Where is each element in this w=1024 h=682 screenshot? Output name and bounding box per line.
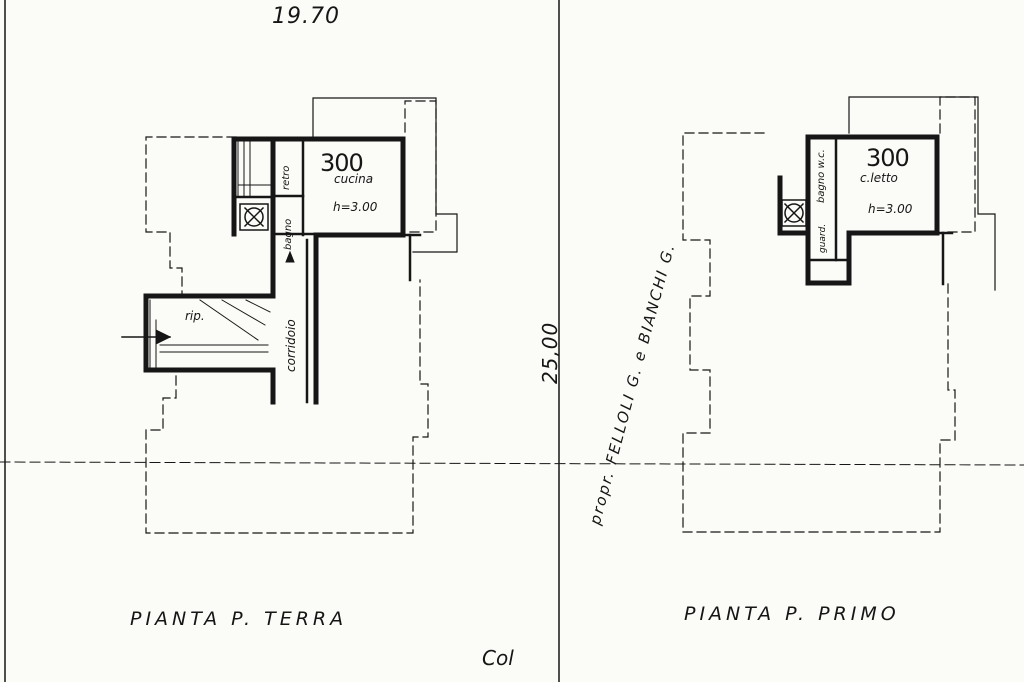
first-bathroom-label: bagno w.c. bbox=[816, 149, 827, 203]
corridor-arrow bbox=[285, 250, 295, 263]
first-walls bbox=[777, 134, 940, 286]
section-line bbox=[0, 461, 1024, 466]
ground-bathroom-label: bagno bbox=[283, 218, 294, 250]
ground-kitchen-label: cucina bbox=[334, 172, 374, 186]
ground-area-code: 300 bbox=[320, 149, 364, 177]
ground-floor-plan bbox=[121, 97, 458, 534]
ground-height-label: h=3.00 bbox=[333, 200, 378, 214]
first-lot-outline bbox=[682, 96, 976, 533]
first-neighbour-wall bbox=[848, 96, 996, 291]
ground-entry-door bbox=[149, 299, 157, 369]
first-boiler bbox=[781, 199, 807, 227]
first-bedroom-label: c.letto bbox=[860, 171, 898, 185]
side-dimension-label: 25,00 bbox=[538, 321, 562, 384]
entry-arrow-head bbox=[155, 329, 172, 345]
signature: Col bbox=[482, 646, 514, 670]
first-inner-walls bbox=[806, 135, 954, 286]
first-closet-label: guard. bbox=[818, 223, 828, 253]
neighbour-wall bbox=[312, 97, 458, 253]
first-area-code: 300 bbox=[866, 144, 910, 172]
ground-retro-label: retro bbox=[281, 165, 292, 190]
ground-floor-caption: PIANTA P. TERRA bbox=[130, 608, 348, 630]
ground-inner-walls bbox=[232, 137, 422, 404]
first-floor-caption: PIANTA P. PRIMO bbox=[684, 603, 900, 625]
ground-corridor-label: corridoio bbox=[284, 319, 298, 372]
ground-storage-label: rip. bbox=[185, 309, 205, 323]
first-height-label: h=3.00 bbox=[868, 202, 913, 216]
first-floor-plan bbox=[682, 96, 996, 533]
ground-boiler bbox=[239, 203, 269, 231]
ground-staircase bbox=[159, 141, 273, 353]
top-dimension-label: 19.70 bbox=[272, 4, 340, 29]
